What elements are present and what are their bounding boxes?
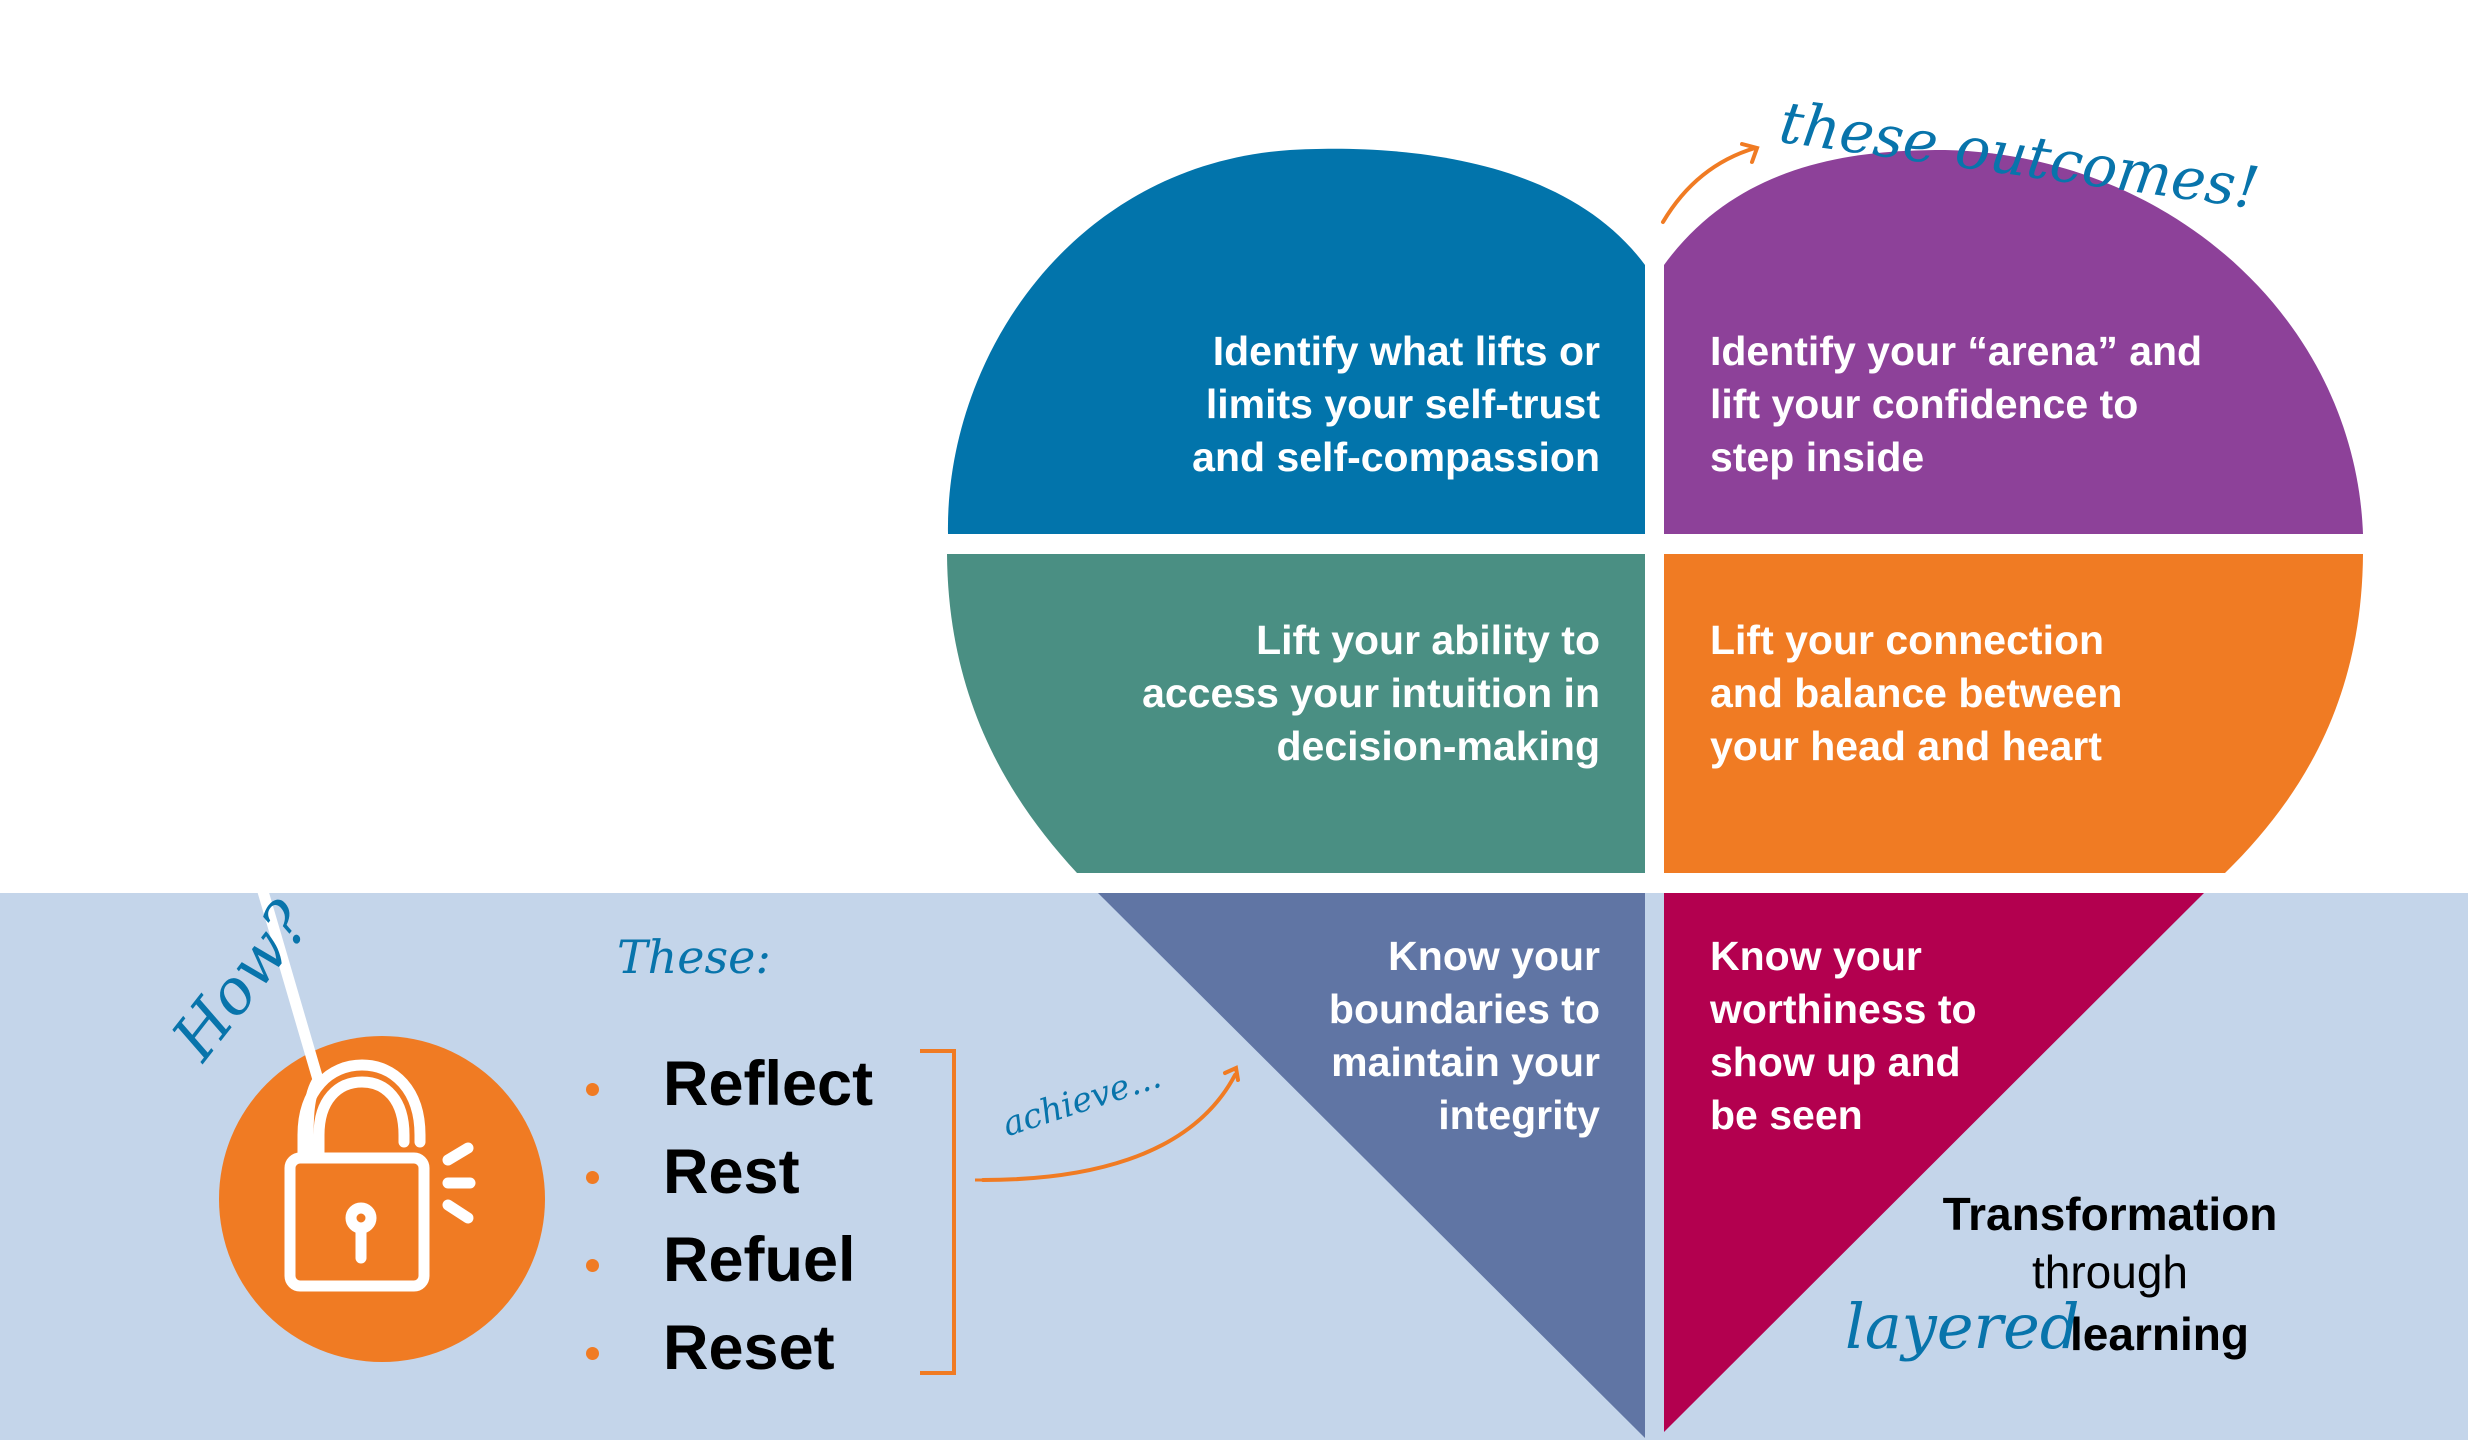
quadrant-middle-right-shape [1664,554,2363,873]
tagline-line-3: learning [2070,1308,2249,1360]
practice-label: Reflect [663,1049,874,1119]
these-annotation: These: [617,930,771,984]
quadrant-bottom-right-shape [1664,893,2204,1432]
layered-script-word: layered [1845,1290,2080,1363]
practices-bracket [920,1049,956,1375]
list-item: Rest [586,1128,873,1216]
quadrant-bottom-left-shape [1098,893,1645,1438]
tagline-line-1: Transformation [1942,1188,2278,1240]
bullet-icon [586,1170,599,1184]
list-item: Reflect [586,1040,873,1128]
achieve-arrow [981,1073,1237,1182]
quadrant-top-right-shape [1664,150,2363,534]
tagline: Transformation through learning [1880,1185,2340,1360]
tagline-line-2: through [2031,1246,2188,1298]
practice-label: Reset [663,1313,835,1383]
quadrant-top-right-text: Identify your “arena” and lift your conf… [1710,328,2203,480]
outcomes-arrow-head [1740,142,1760,164]
quadrant-middle-left-shape [947,554,1645,873]
bullet-icon [586,1258,599,1272]
achieve-arrow-head [1223,1065,1240,1082]
practices-list: Reflect Rest Refuel Reset [586,1040,873,1392]
practice-label: Rest [663,1137,800,1207]
quadrant-middle-left-text: Lift your ability to access your intuiti… [1142,617,1600,769]
quadrant-top-left-text: Identify what lifts or limits your self-… [1192,328,1600,480]
quadrant-bottom-left-text: Know your boundaries to maintain your in… [1328,933,1600,1138]
quadrant-middle-right-text: Lift your connection and balance between… [1710,617,2123,769]
practice-label: Refuel [663,1225,856,1295]
list-item: Refuel [586,1216,873,1304]
bullet-icon [586,1346,599,1360]
bullet-icon [586,1082,599,1096]
unlocked-padlock-icon [0,0,476,1292]
outcomes-arrow [1661,146,1757,224]
list-item: Reset [586,1304,873,1392]
quadrant-bottom-right-text: Know your worthiness to show up and be s… [1710,933,1977,1138]
quadrant-top-left-shape [947,148,1645,534]
